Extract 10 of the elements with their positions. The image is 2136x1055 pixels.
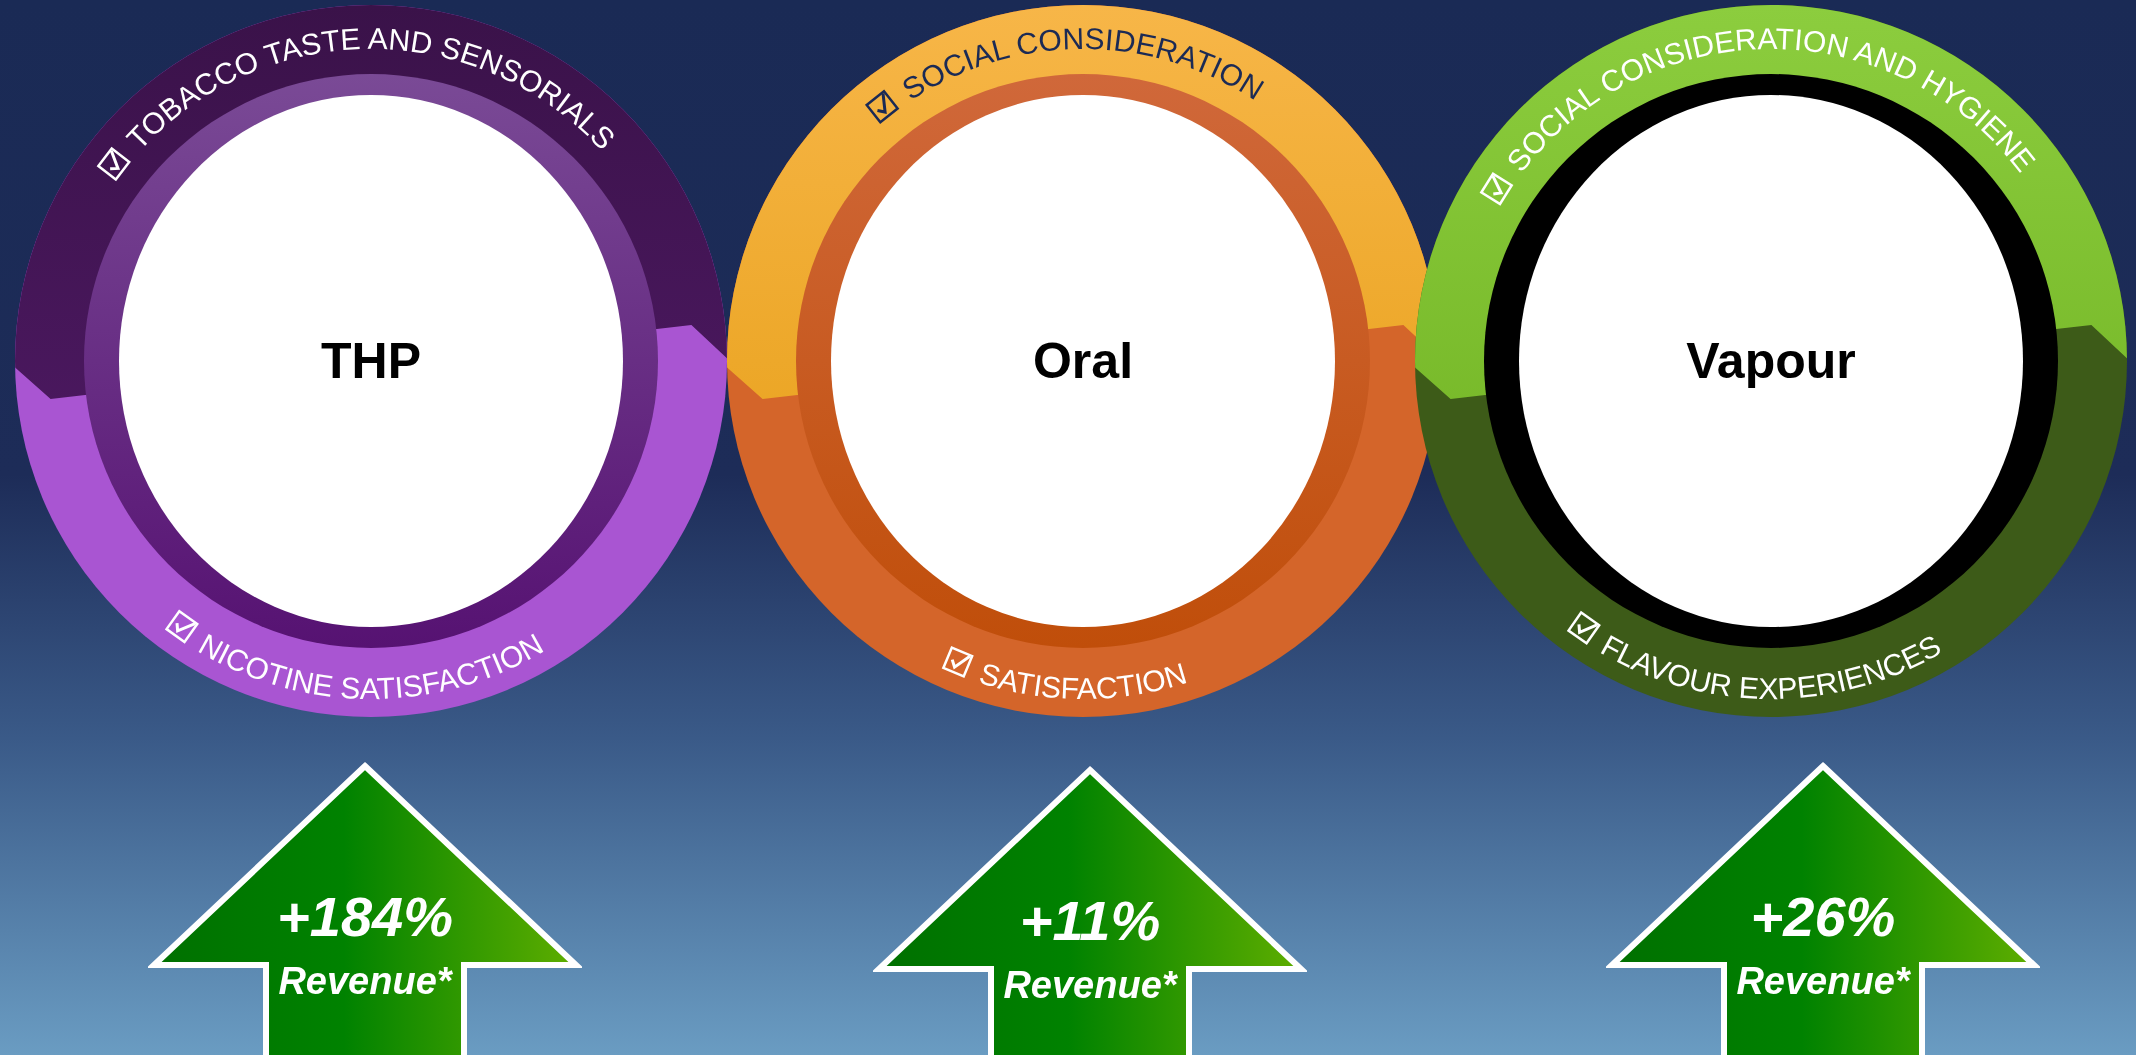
benefit-label: SATISFACTION [975,656,1191,706]
revenue-label: Revenue* [278,960,452,1003]
growth-percentage: +11% [1019,888,1161,953]
growth-percentage: +184% [277,884,453,949]
category-label: THP [321,332,421,390]
revenue-label: Revenue* [1003,964,1177,1007]
category-label: Vapour [1686,332,1856,390]
category-label: Oral [1032,332,1134,390]
growth-percentage: +26% [1750,884,1896,949]
revenue-label: Revenue* [1736,960,1910,1003]
